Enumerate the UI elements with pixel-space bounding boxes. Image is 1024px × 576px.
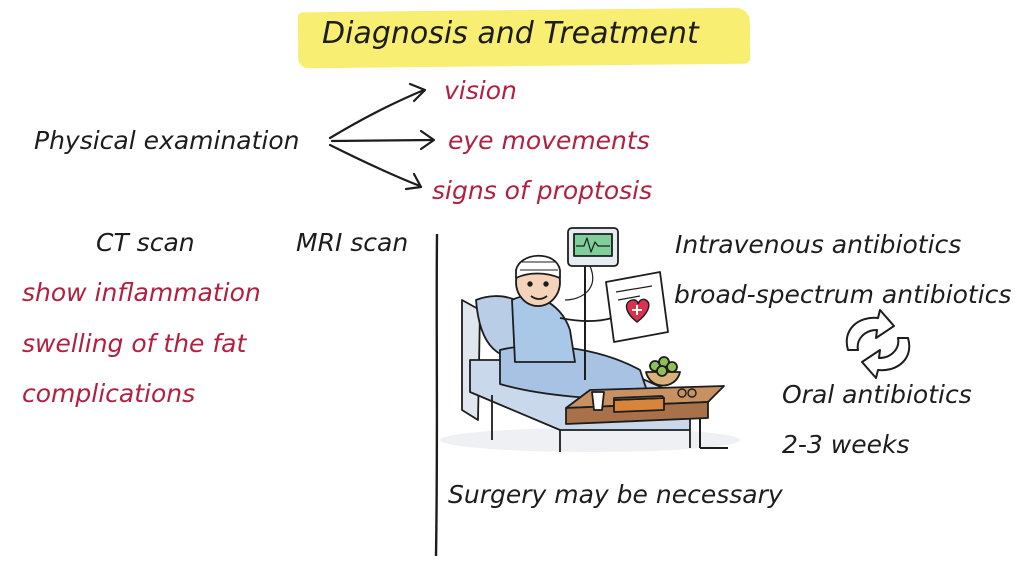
- arrow-icon: [328, 82, 436, 191]
- finding-inflammation: show inflammation: [22, 278, 261, 307]
- exam-target-eye-movements: eye movements: [448, 126, 650, 155]
- arrowhead-vision: [408, 82, 427, 103]
- arrow-vision: [328, 88, 426, 140]
- finding-fat-swelling: swelling of the fat: [22, 329, 247, 358]
- cycle-arrows-icon: [845, 309, 911, 379]
- divider-line: [434, 233, 439, 557]
- heart-icon: [625, 298, 650, 323]
- surgery-label: Surgery may be necessary: [448, 480, 783, 509]
- mri-scan-label: MRI scan: [296, 228, 409, 257]
- arrowhead-proptosis: [404, 172, 423, 191]
- arrowhead-eye-movements: [419, 129, 436, 151]
- exam-target-proptosis: signs of proptosis: [432, 176, 653, 205]
- broad-spectrum-label: broad-spectrum antibiotics: [674, 280, 1012, 309]
- page-title: Diagnosis and Treatment: [322, 16, 699, 51]
- oral-antibiotics-label: Oral antibiotics: [782, 380, 972, 409]
- exam-target-vision: vision: [444, 76, 517, 105]
- duration-label: 2-3 weeks: [782, 430, 910, 459]
- finding-complications: complications: [22, 379, 196, 408]
- arrow-eye-movements: [330, 138, 435, 143]
- hospital-patient-illustration: [440, 227, 740, 452]
- arrow-proptosis: [328, 143, 422, 188]
- iv-antibiotics-label: Intravenous antibiotics: [675, 230, 962, 259]
- exam-label: Physical examination: [34, 126, 300, 155]
- ct-scan-label: CT scan: [96, 228, 195, 257]
